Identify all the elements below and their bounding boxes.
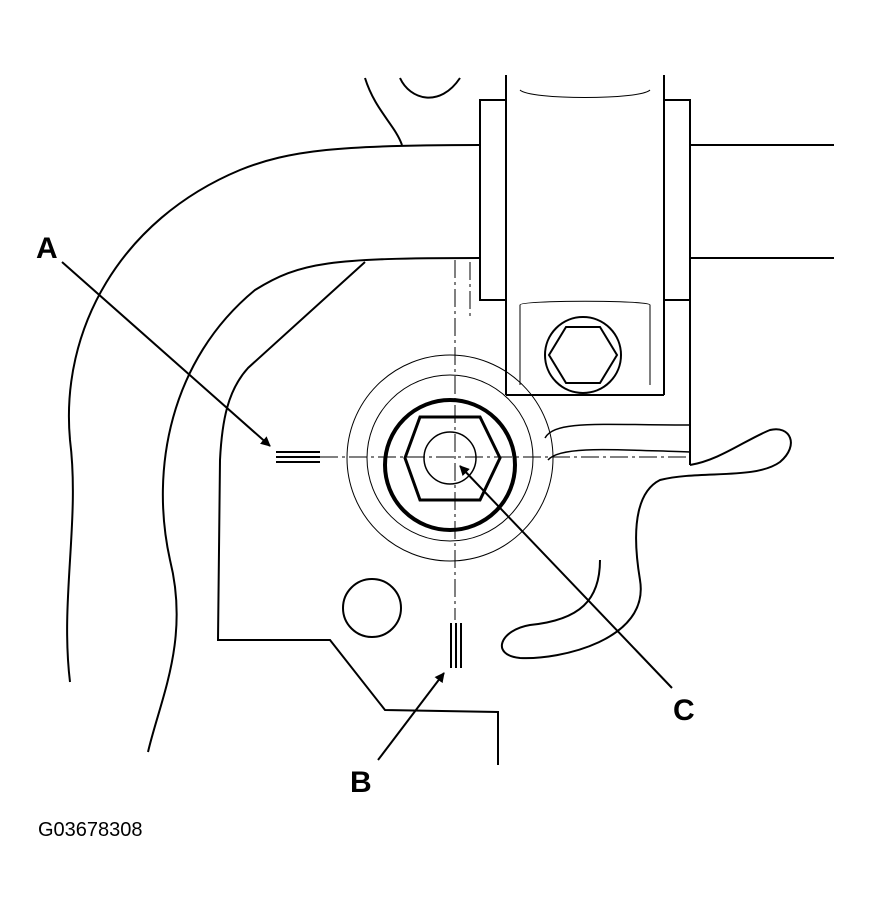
callout-label-b: B (350, 766, 372, 799)
leader-lines (61, 261, 673, 761)
clamp-bolt (544, 316, 622, 394)
outer-hose (66, 144, 481, 753)
alignment-mark-a (276, 451, 320, 463)
leader-b (377, 672, 445, 761)
top-bracket (364, 77, 461, 146)
figure-id: G03678308 (38, 819, 143, 841)
main-bolt (383, 398, 517, 532)
bolt-boss (346, 354, 554, 562)
leader-a (61, 261, 271, 447)
clamp-housing (479, 75, 691, 465)
leader-c (459, 465, 673, 689)
callout-label-c: C (673, 694, 695, 727)
right-pipe (690, 144, 834, 259)
bracket-hole (342, 578, 402, 638)
alignment-mark-b (450, 623, 462, 668)
center-lines (320, 260, 690, 620)
callout-label-a: A (36, 232, 58, 265)
